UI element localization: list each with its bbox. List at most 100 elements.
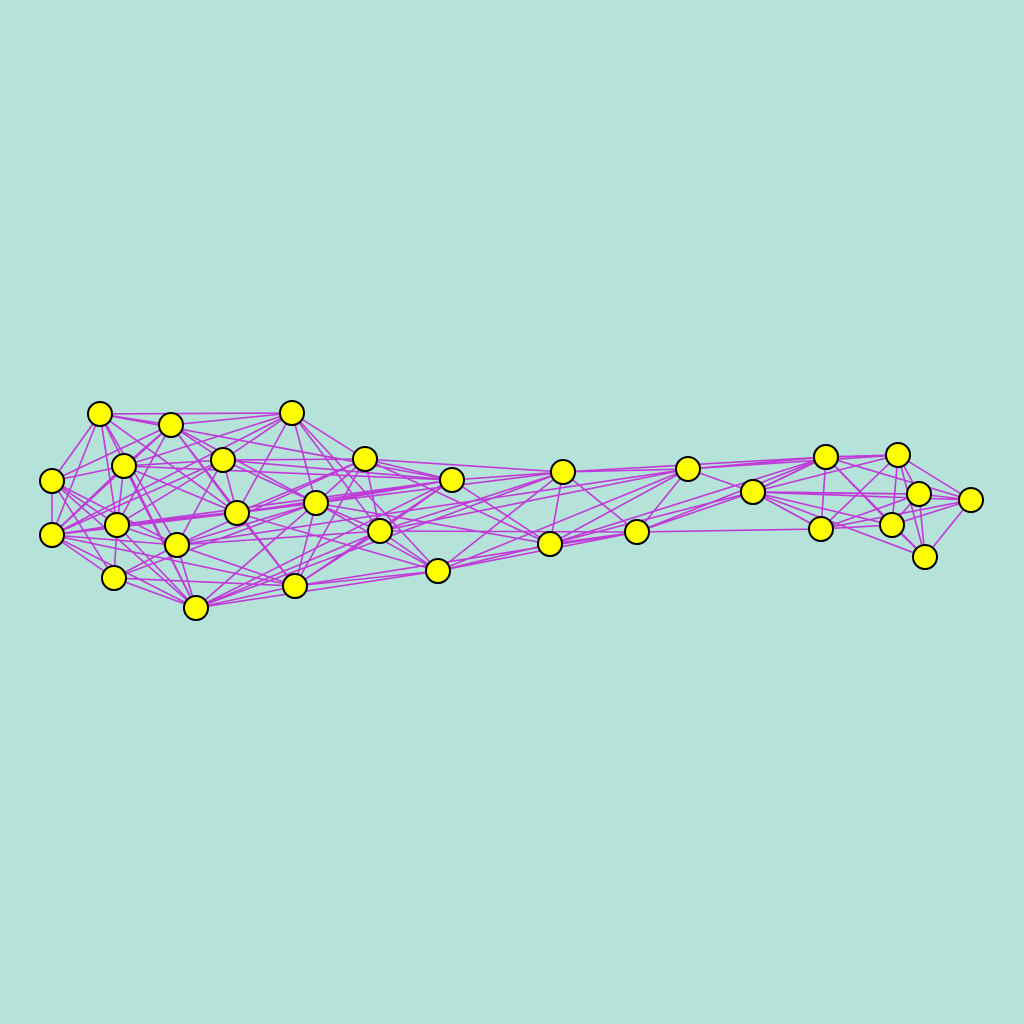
node-n18	[425, 558, 451, 584]
edge-n14-n18	[195, 570, 439, 609]
node-n3	[279, 400, 305, 426]
edge-n21-n24	[636, 456, 827, 533]
edge-n1-n5	[51, 413, 101, 482]
edge-n4-n16	[123, 465, 453, 481]
edge-n6-n15	[51, 534, 296, 587]
node-n26	[885, 442, 911, 468]
edge-n3-n7	[222, 412, 293, 461]
node-n9	[101, 565, 127, 591]
edge-n18-n22	[437, 468, 689, 572]
edge-n22-n26	[687, 454, 899, 470]
edge-n10-n11	[176, 458, 366, 546]
node-n1	[87, 401, 113, 427]
edge-n12-n15	[236, 512, 296, 587]
edge-n11-n15	[294, 458, 366, 587]
node-n5	[39, 468, 65, 494]
edge-n13-n20	[315, 502, 551, 545]
edge-n7-n10	[176, 459, 224, 546]
node-n11	[352, 446, 378, 472]
node-n30	[912, 544, 938, 570]
node-n22	[675, 456, 701, 482]
node-n10	[164, 532, 190, 558]
edge-n17-n19	[379, 471, 564, 532]
edge-n6-n7	[51, 459, 224, 536]
edge-n18-n19	[437, 471, 564, 572]
edge-n10-n22	[176, 468, 689, 546]
edge-n4-n6	[51, 465, 125, 536]
edge-n7-n13	[222, 459, 317, 504]
edge-n8-n14	[116, 524, 197, 609]
node-n29	[958, 487, 984, 513]
node-n25	[808, 516, 834, 542]
edge-n11-n12	[236, 458, 366, 514]
node-layer	[39, 400, 984, 621]
edge-n13-n15	[294, 502, 317, 587]
node-n2	[158, 412, 184, 438]
edge-n20-n24	[549, 456, 827, 545]
edge-n3-n4	[123, 412, 293, 467]
edge-n16-n17	[379, 479, 453, 532]
edge-n12-n18	[236, 512, 439, 572]
node-n15	[282, 573, 308, 599]
node-n4	[111, 453, 137, 479]
edge-n13-n14	[195, 502, 317, 609]
edge-n30-n32	[825, 456, 926, 558]
edge-n17-n21	[379, 530, 638, 533]
edge-n14-n16	[195, 479, 453, 609]
node-n16	[439, 467, 465, 493]
edge-n18-n20	[437, 543, 551, 572]
edge-n15-n17	[294, 530, 381, 587]
edge-n6-n10	[51, 534, 178, 546]
edge-n4-n12	[123, 465, 238, 514]
node-n19	[550, 459, 576, 485]
edge-n20-n21	[549, 531, 638, 545]
node-n32	[813, 444, 839, 470]
node-n8	[104, 512, 130, 538]
edge-n14-n15	[195, 585, 296, 609]
edge-n31-n32	[752, 456, 827, 493]
edge-n19-n21	[562, 471, 638, 533]
edge-n28-n31	[752, 491, 893, 526]
edge-n29-n32	[825, 456, 972, 501]
node-n20	[537, 531, 563, 557]
edge-n21-n23	[636, 491, 754, 533]
edge-n4-n7	[123, 459, 224, 467]
edge-n20-n22	[549, 468, 689, 545]
edge-n5-n8	[51, 480, 118, 526]
edge-n3-n13	[291, 412, 317, 504]
edge-n3-n11	[291, 412, 366, 460]
edge-n1-n10	[99, 413, 178, 546]
edge-n20-n23	[549, 491, 754, 545]
edge-n3-n6	[51, 412, 293, 536]
node-n6	[39, 522, 65, 548]
node-n28	[879, 512, 905, 538]
edge-n29-n31	[752, 491, 972, 501]
node-n7	[210, 447, 236, 473]
edge-n11-n19	[364, 458, 564, 473]
edge-n21-n22	[636, 468, 689, 533]
edge-n5-n14	[51, 480, 197, 609]
node-n27	[906, 481, 932, 507]
edge-n8-n16	[116, 479, 453, 526]
edge-n26-n30	[897, 454, 926, 558]
edge-n7-n11	[222, 458, 366, 461]
edge-n2-n3	[170, 412, 293, 426]
edge-n9-n14	[113, 577, 197, 609]
edge-n16-n19	[451, 471, 564, 481]
edge-n26-n29	[897, 454, 972, 501]
edge-n1-n6	[51, 413, 101, 536]
edge-n1-n3	[99, 412, 293, 415]
edge-n9-n13	[113, 502, 317, 579]
node-n12	[224, 500, 250, 526]
edge-n9-n15	[113, 577, 296, 587]
edge-n11-n16	[364, 458, 453, 481]
edge-n17-n22	[379, 468, 689, 532]
node-n14	[183, 595, 209, 621]
edge-n30-n31	[752, 491, 926, 558]
node-n31	[740, 479, 766, 505]
edge-n18-n21	[437, 531, 638, 572]
edge-n7-n8	[116, 459, 224, 526]
edge-n21-n25	[636, 528, 822, 533]
node-n13	[303, 490, 329, 516]
